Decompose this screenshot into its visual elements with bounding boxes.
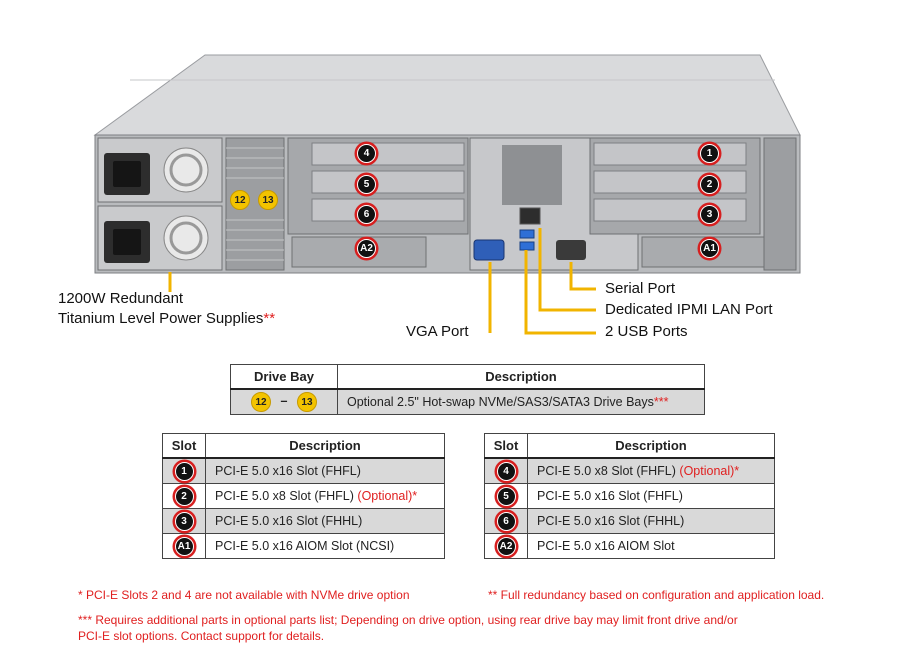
- slot-3-badge: 3: [700, 205, 719, 224]
- description-cell: PCI-E 5.0 x8 Slot (FHFL) (Optional)*: [205, 483, 445, 509]
- drive-footnote-mark: ***: [653, 395, 669, 409]
- description-text: PCI-E 5.0 x16 Slot (FHHL): [215, 514, 363, 528]
- footnote-rear-drive-line2: PCI-E slot options. Contact support for …: [78, 629, 325, 643]
- lan-port: [519, 207, 541, 225]
- serial-port-callout: Serial Port: [605, 280, 676, 297]
- description-text: PCI-E 5.0 x8 Slot (FHFL): [537, 464, 680, 478]
- slot-1-badge: 1: [700, 144, 719, 163]
- slot-badge: 2: [174, 486, 194, 506]
- slot-badge: 1: [174, 461, 194, 481]
- drive-bay-cell: 12 – 13: [230, 388, 338, 415]
- chassis-top-cover: [93, 54, 801, 136]
- table-row: 12 – 13 Optional 2.5" Hot-swap NVMe/SAS3…: [230, 388, 705, 415]
- table-row: A2 PCI-E 5.0 x16 AIOM Slot: [484, 533, 775, 559]
- description-cell: PCI-E 5.0 x16 Slot (FHHL): [527, 508, 775, 534]
- slot-a2-badge: A2: [357, 239, 376, 258]
- optional-mark: (Optional)*: [679, 464, 740, 478]
- footnote-nvme: * PCI-E Slots 2 and 4 are not available …: [78, 588, 410, 602]
- slot-badge: A1: [174, 536, 194, 556]
- drive-bay-12-badge: 12: [251, 392, 272, 412]
- table-row: 2 PCI-E 5.0 x8 Slot (FHFL) (Optional)*: [162, 483, 445, 509]
- slot-badge: 5: [496, 486, 516, 506]
- footnote-rear-drive-line1: *** Requires additional parts in optiona…: [78, 613, 738, 627]
- left-slot-table: Slot Description 1 PCI-E 5.0 x16 Slot (F…: [162, 433, 445, 559]
- drive-bay-13-badge: 13: [258, 190, 278, 210]
- drive-description-text: Optional 2.5" Hot-swap NVMe/SAS3/SATA3 D…: [347, 395, 654, 409]
- slot-6-badge: 6: [357, 205, 376, 224]
- table-row: 6 PCI-E 5.0 x16 Slot (FHHL): [484, 508, 775, 534]
- serial-port: [556, 240, 586, 260]
- description-cell: PCI-E 5.0 x16 Slot (FHFL): [527, 483, 775, 509]
- slot-header: Slot: [162, 433, 206, 459]
- power-supply-callout-text: Titanium Level Power Supplies: [58, 310, 264, 327]
- usb-port-2: [519, 241, 535, 251]
- drive-description-cell: Optional 2.5" Hot-swap NVMe/SAS3/SATA3 D…: [337, 388, 705, 415]
- slot-a1-badge: A1: [700, 239, 719, 258]
- drive-bay-range-dash: –: [280, 393, 288, 408]
- usb-port-1: [519, 229, 535, 239]
- description-cell: PCI-E 5.0 x16 Slot (FHFL): [205, 457, 445, 484]
- vga-port: [473, 239, 505, 261]
- footnote-redundancy: ** Full redundancy based on configuratio…: [488, 588, 825, 602]
- slot-5-badge: 5: [357, 175, 376, 194]
- drive-description-header: Description: [337, 364, 705, 390]
- slot-badge: 3: [174, 511, 194, 531]
- ipmi-lan-port-callout: Dedicated IPMI LAN Port: [605, 301, 773, 318]
- table-row: 5 PCI-E 5.0 x16 Slot (FHFL): [484, 483, 775, 509]
- power-supply-callout-line1: 1200W Redundant: [58, 290, 184, 307]
- description-text: PCI-E 5.0 x16 Slot (FHFL): [537, 489, 683, 503]
- drive-bay-table: Drive Bay Description 12 – 13 Optional 2…: [230, 364, 705, 415]
- description-text: PCI-E 5.0 x8 Slot (FHFL): [215, 489, 358, 503]
- description-text: PCI-E 5.0 x16 AIOM Slot (NCSI): [215, 539, 395, 553]
- optional-mark: (Optional)*: [357, 489, 418, 503]
- drive-bay-12-badge: 12: [230, 190, 250, 210]
- usb-ports-callout: 2 USB Ports: [605, 323, 688, 340]
- slot-badge: 4: [496, 461, 516, 481]
- slot-badge: A2: [496, 536, 516, 556]
- vga-port-callout: VGA Port: [406, 323, 469, 340]
- description-text: PCI-E 5.0 x16 Slot (FHHL): [537, 514, 685, 528]
- description-header: Description: [527, 433, 775, 459]
- description-cell: PCI-E 5.0 x16 AIOM Slot (NCSI): [205, 533, 445, 559]
- description-cell: PCI-E 5.0 x16 Slot (FHHL): [205, 508, 445, 534]
- drive-bay-header: Drive Bay: [230, 364, 338, 390]
- table-row: 1 PCI-E 5.0 x16 Slot (FHFL): [162, 457, 445, 484]
- right-slot-table: Slot Description 4 PCI-E 5.0 x8 Slot (FH…: [484, 433, 775, 559]
- table-row: A1 PCI-E 5.0 x16 AIOM Slot (NCSI): [162, 533, 445, 559]
- description-header: Description: [205, 433, 445, 459]
- description-cell: PCI-E 5.0 x16 AIOM Slot: [527, 533, 775, 559]
- table-row: 3 PCI-E 5.0 x16 Slot (FHHL): [162, 508, 445, 534]
- drive-bay-13-badge: 13: [296, 392, 317, 412]
- description-text: PCI-E 5.0 x16 Slot (FHFL): [215, 464, 361, 478]
- slot-header: Slot: [484, 433, 528, 459]
- slot-2-badge: 2: [700, 175, 719, 194]
- description-cell: PCI-E 5.0 x8 Slot (FHFL) (Optional)*: [527, 457, 775, 484]
- description-text: PCI-E 5.0 x16 AIOM Slot: [537, 539, 675, 553]
- slot-4-badge: 4: [357, 144, 376, 163]
- power-supply-callout-line2: Titanium Level Power Supplies**: [58, 310, 275, 327]
- slot-badge: 6: [496, 511, 516, 531]
- power-supply-footnote-mark: **: [263, 310, 276, 327]
- table-row: 4 PCI-E 5.0 x8 Slot (FHFL) (Optional)*: [484, 457, 775, 484]
